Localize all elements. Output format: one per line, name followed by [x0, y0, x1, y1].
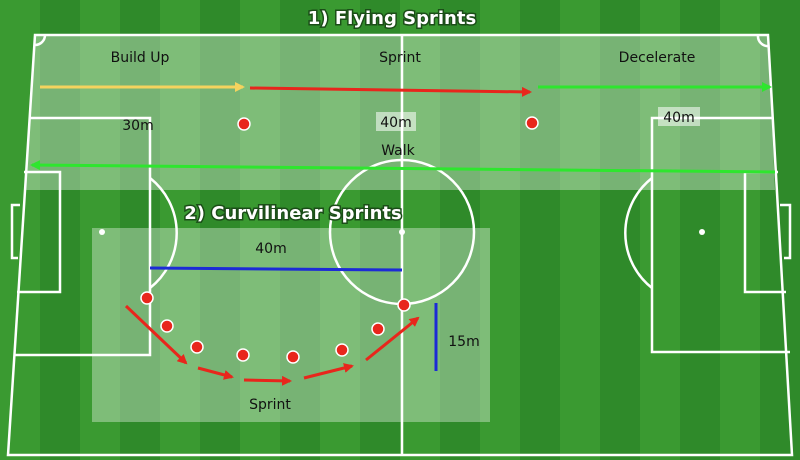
curve-arrow-3 — [243, 375, 292, 386]
outer-boundary — [6, 33, 794, 457]
distance-40m-right-box — [658, 107, 700, 126]
curvilinear-sprint-label: Sprint — [249, 397, 291, 413]
corner-arc-top-right — [756, 34, 770, 48]
curve-arrow-1 — [124, 304, 188, 365]
left-six-yard-box — [17, 170, 62, 294]
curve-arrow-5 — [365, 316, 420, 362]
right-penalty-arc — [624, 177, 653, 289]
cone — [286, 350, 300, 364]
pitch-markings — [6, 33, 794, 457]
cone — [371, 322, 385, 336]
cone — [160, 319, 174, 333]
cone — [140, 291, 154, 305]
sprint-label: Sprint — [379, 50, 421, 66]
distance-40m-mid-box — [376, 112, 416, 131]
left-penalty-arc — [149, 177, 178, 289]
left-goal — [10, 203, 20, 260]
decelerate-label: Decelerate — [619, 50, 696, 66]
cone — [335, 343, 349, 357]
cone — [525, 116, 539, 130]
distance-30m-label: 30m — [122, 118, 153, 134]
distance-40m-mid-label: 40m — [380, 115, 411, 131]
walk-arrow — [30, 160, 776, 174]
pitch-spots — [99, 229, 705, 235]
width-40m-label: 40m — [255, 241, 286, 257]
curve-arrow-4 — [303, 363, 354, 380]
flying-sprint-cones — [237, 116, 539, 131]
center-spot — [399, 229, 405, 235]
cone — [236, 348, 250, 362]
build-up-label: Build Up — [111, 50, 170, 66]
depth-15m-label: 15m — [448, 334, 479, 350]
distance-40m-right-label: 40m — [663, 110, 694, 126]
width-measure-line — [149, 266, 403, 272]
curvilinear-arrows — [124, 304, 420, 386]
curvilinear-title: 2) Curvilinear Sprints — [184, 203, 402, 224]
left-penalty-spot — [99, 229, 105, 235]
curvilinear-sprints-zone — [92, 228, 490, 422]
right-penalty-spot — [699, 229, 705, 235]
sprint-arrow — [249, 86, 532, 97]
corner-arc-top-left — [34, 34, 47, 47]
right-goal — [780, 203, 792, 260]
left-penalty-box — [14, 116, 152, 357]
cone — [237, 117, 251, 131]
cone — [397, 298, 411, 312]
curve-arrow-2 — [197, 366, 234, 380]
cone — [190, 340, 204, 354]
diagram-title: 1) Flying Sprints — [308, 8, 476, 29]
curvilinear-cones — [140, 291, 411, 364]
walk-label: Walk — [381, 143, 415, 159]
right-penalty-box — [650, 116, 790, 354]
